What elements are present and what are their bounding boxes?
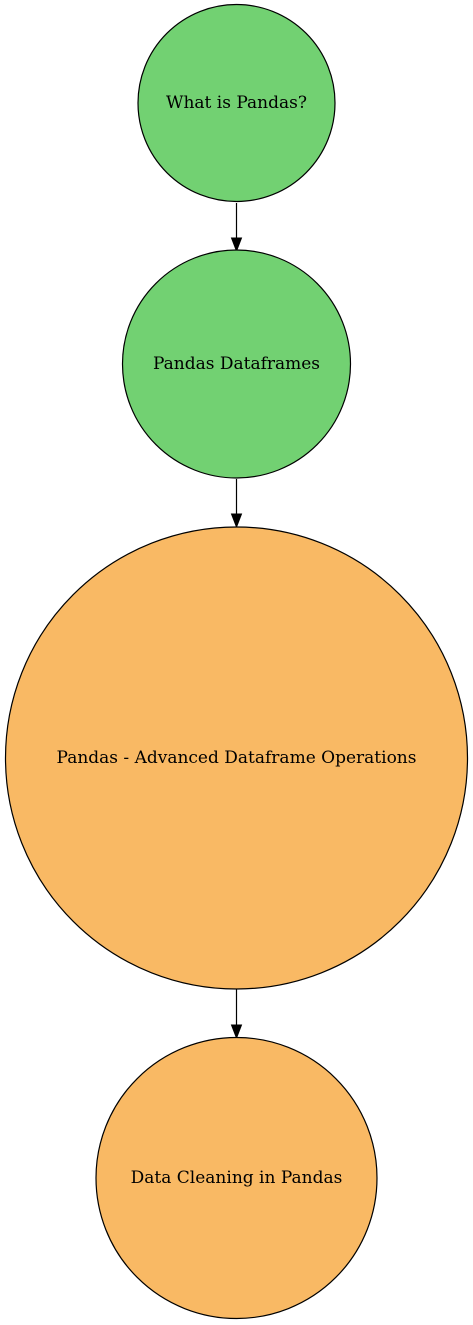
node-label: What is Pandas? [166, 93, 307, 113]
node-what-is-pandas[interactable]: What is Pandas? [137, 3, 336, 203]
node-label: Pandas Dataframes [153, 354, 320, 374]
nodes-layer: What is Pandas? Pandas Dataframes Pandas… [4, 3, 469, 1320]
arrowhead-icon [230, 513, 243, 529]
arrowhead-icon [230, 1024, 243, 1040]
edge-advanced-operations-to-data-cleaning [230, 989, 243, 1040]
node-circle [137, 3, 336, 203]
edge-dataframes-to-advanced-operations [230, 479, 243, 529]
node-pandas-dataframes[interactable]: Pandas Dataframes [121, 249, 352, 479]
edges-layer [230, 203, 243, 1040]
node-data-cleaning[interactable]: Data Cleaning in Pandas [95, 1036, 378, 1320]
node-advanced-dataframe-operations[interactable]: Pandas - Advanced Dataframe Operations [4, 526, 469, 990]
edge-what-is-pandas-to-dataframes [230, 203, 243, 253]
arrowhead-icon [230, 237, 243, 253]
node-circle [4, 526, 469, 990]
node-circle [121, 249, 352, 479]
node-label: Pandas - Advanced Dataframe Operations [57, 748, 417, 768]
node-circle [95, 1036, 378, 1320]
node-label: Data Cleaning in Pandas [131, 1168, 343, 1188]
